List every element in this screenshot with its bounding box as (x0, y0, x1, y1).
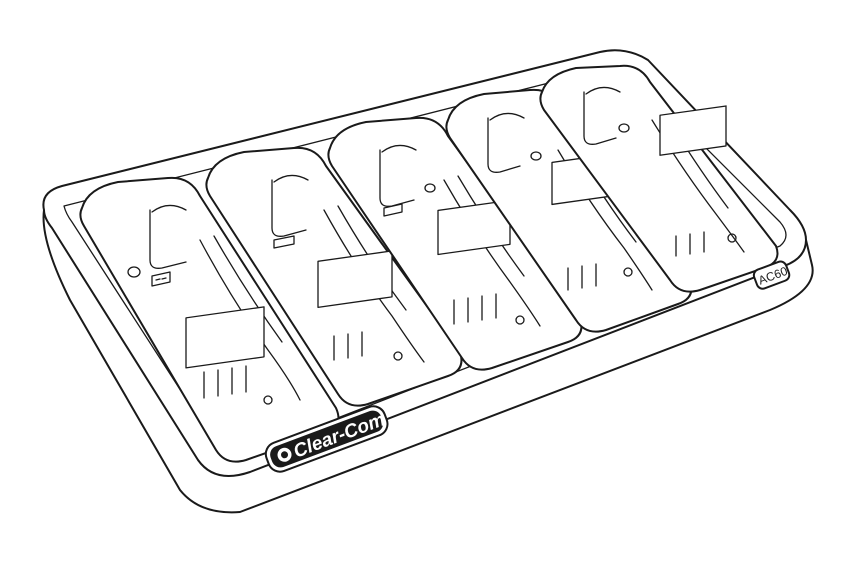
charging-bays (79, 64, 779, 463)
charging-bay-2 (205, 146, 463, 407)
charging-bay-1 (79, 176, 340, 463)
charging-bay-3 (327, 116, 583, 371)
model-badge: AC60 (752, 260, 791, 290)
charging-bay-5 (539, 64, 779, 293)
